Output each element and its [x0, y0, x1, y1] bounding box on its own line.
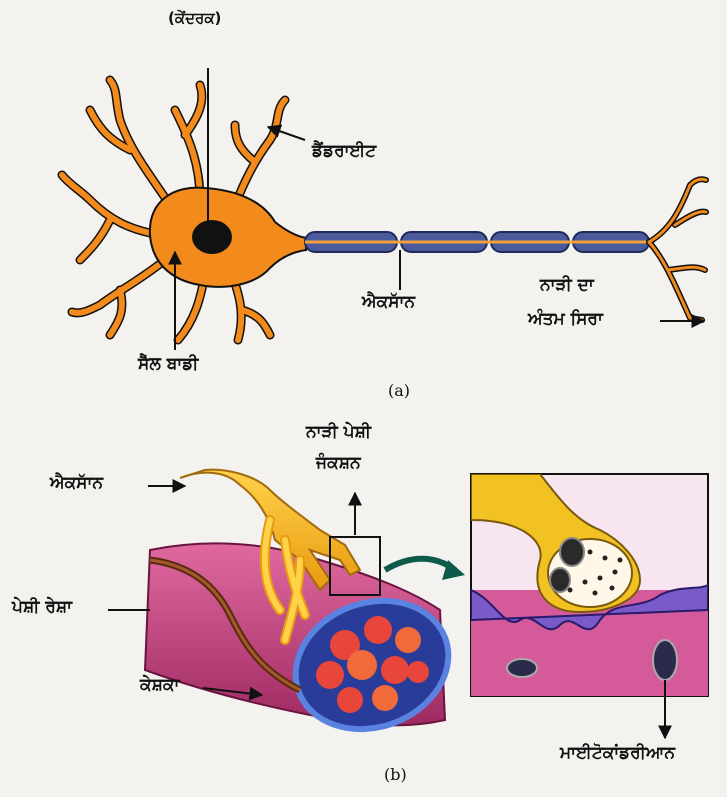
label-nmj-1: ਨਾੜੀ ਪੇਸ਼ੀ: [306, 423, 371, 443]
label-axon-a: ਐਕਸਾੱਨ: [362, 293, 415, 313]
label-mitochondria: ਮਾਈਟੋਕਾਂਡਰੀਆਨ: [560, 744, 675, 764]
neuromuscular-junction: [108, 470, 467, 750]
label-nucleus-a: (ਕੇਂਦਰਕ): [168, 10, 221, 27]
label-dendrite: ਡੈਂਡਰਾਈਟ: [312, 142, 376, 162]
zoom-arrow: [385, 559, 455, 570]
label-nerve-end-2: ਅੰਤਮ ਸਿਰਾ: [528, 310, 603, 330]
label-nerve-end-1: ਨਾੜੀ ਦਾ: [540, 276, 594, 296]
nmj-inset: [471, 474, 708, 738]
nucleus: [192, 220, 232, 254]
label-muscle-fiber: ਪੇਸ਼ੀ ਰੇਸ਼ਾ: [12, 598, 72, 618]
caption-a: (a): [388, 382, 410, 400]
label-nucleus-b: ਕੇਸ਼ਕਾ: [140, 676, 179, 696]
caption-b: (b): [384, 766, 407, 784]
label-nmj-2: ਜੰਕਸ਼ਨ: [316, 454, 361, 474]
label-axon-b: ਐਕਸਾੱਨ: [50, 474, 103, 494]
nerve-ending: [649, 179, 706, 320]
label-cell-body: ਸੈੱਲ ਬਾਡੀ: [138, 355, 198, 375]
